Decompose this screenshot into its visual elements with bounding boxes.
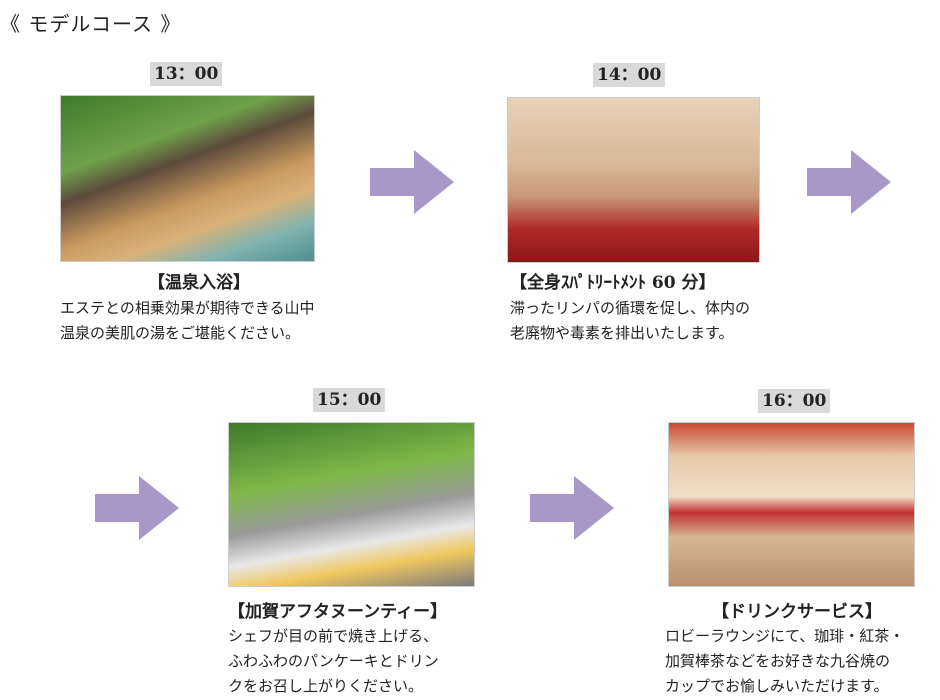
time-label-1: 13：00 — [150, 62, 223, 86]
time-label-2: 14：00 — [593, 63, 666, 87]
open-air-bath-photo — [60, 95, 315, 262]
description-line: 滞ったリンパの循環を促し、体内の — [510, 299, 751, 317]
description-line: 老廃物や毒素を排出いたします。 — [510, 324, 734, 342]
step-4-description: ロビーラウンジにて、珈琲・紅茶・ 加賀棒茶などをお好きな九谷焼の カップでお愉し… — [665, 624, 904, 699]
arrow-right-icon — [807, 150, 891, 214]
lobby-lounge-photo — [668, 422, 915, 587]
description-line: ふわふわのパンケーキとドリン — [228, 652, 439, 670]
arrow-right-icon — [530, 476, 614, 540]
description-line: 加賀棒茶などをお好きな九谷焼の — [665, 652, 891, 670]
step-3-description: シェフが目の前で焼き上げる、 ふわふわのパンケーキとドリン クをお召し上がりくだ… — [228, 624, 439, 699]
step-2-description: 滞ったリンパの循環を促し、体内の 老廃物や毒素を排出いたします。 — [510, 296, 750, 346]
time-label-4: 16：00 — [758, 389, 831, 413]
arrow-right-icon — [95, 476, 179, 540]
description-line: カップでお愉しみいただけます。 — [665, 677, 889, 695]
arrow-right-icon — [370, 150, 454, 214]
afternoon-tea-photo — [228, 422, 475, 587]
description-line: エステとの相乗効果が期待できる山中 — [60, 299, 315, 317]
description-line: ロビーラウンジにて、珈琲・紅茶・ — [665, 627, 905, 645]
step-3-heading: 【加賀アフタヌーンティー】 — [228, 602, 448, 622]
description-line: シェフが目の前で焼き上げる、 — [228, 627, 439, 645]
step-2-heading: 【全身ｽﾊﾟﾄﾘｰﾄﾒﾝﾄ 60 分】 — [510, 273, 716, 293]
page-title: 《 モデルコース 》 — [0, 12, 182, 36]
description-line: 温泉の美肌の湯をご堪能ください。 — [60, 324, 301, 342]
step-1-heading: 【温泉入浴】 — [148, 273, 250, 293]
description-line: クをお召し上がりください。 — [228, 677, 424, 695]
time-label-3: 15：00 — [313, 388, 386, 412]
step-1-description: エステとの相乗効果が期待できる山中 温泉の美肌の湯をご堪能ください。 — [60, 296, 315, 346]
spa-treatment-photo — [507, 97, 760, 263]
step-4-heading: 【ドリンクサービス】 — [712, 602, 882, 622]
